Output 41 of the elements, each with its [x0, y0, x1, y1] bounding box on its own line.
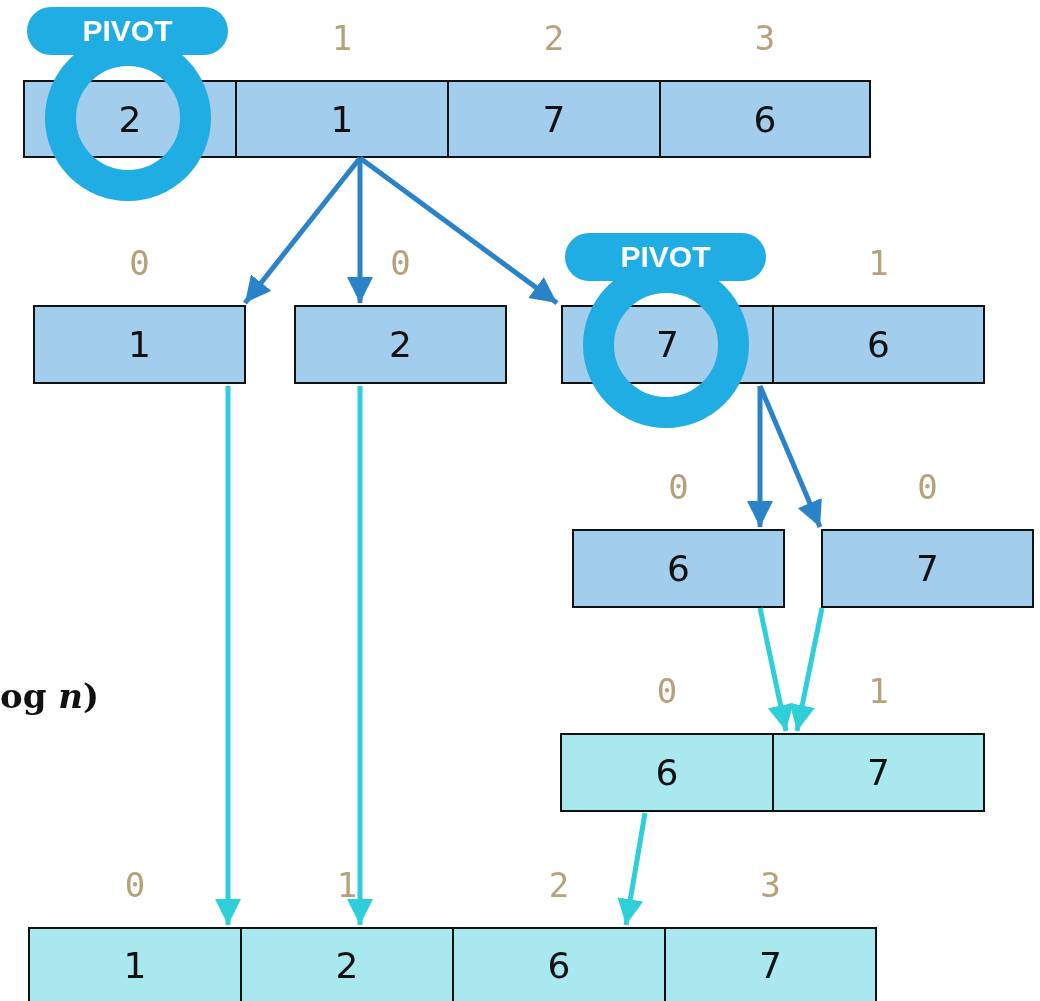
index-label: 0 — [389, 243, 412, 283]
index-label: 1 — [330, 18, 354, 58]
index-label: 0 — [128, 243, 151, 283]
array-cell: 6 — [659, 80, 871, 158]
array-cell: 6 — [560, 733, 774, 812]
array-cell: 7 — [821, 529, 1034, 608]
arrow — [757, 385, 823, 528]
arrow — [757, 607, 794, 732]
array-cell: 6 — [572, 529, 785, 608]
arrow — [747, 386, 773, 527]
index-label: 1 — [867, 243, 890, 283]
array-cell: 1 — [28, 927, 242, 1001]
pivot-badge: PIVOT — [27, 7, 228, 55]
array-cell: 6 — [452, 927, 666, 1001]
index-label: 1 — [335, 865, 359, 905]
index-label: 2 — [542, 18, 566, 58]
index-label: 0 — [667, 467, 690, 507]
complexity-note: og n) — [0, 676, 100, 716]
index-label: 0 — [916, 467, 939, 507]
index-label: 1 — [867, 671, 890, 711]
pivot-ring — [45, 55, 211, 201]
pivot-ring — [583, 281, 749, 428]
arrow — [789, 607, 825, 732]
index-label: 3 — [753, 18, 777, 58]
arrow — [347, 386, 373, 925]
array-cell: 6 — [772, 305, 985, 384]
array-cell: 2 — [240, 927, 454, 1001]
array-cell: 7 — [772, 733, 985, 812]
arrow — [347, 158, 373, 303]
index-label: 0 — [123, 865, 147, 905]
index-label: 0 — [655, 671, 679, 711]
index-label: 3 — [759, 865, 782, 905]
array-cell: 7 — [664, 927, 877, 1001]
arrow — [617, 812, 648, 926]
array-cell: 1 — [235, 80, 449, 158]
index-label: 2 — [547, 865, 571, 905]
array-cell: 2 — [294, 305, 507, 384]
arrow — [215, 386, 241, 925]
pivot-badge: PIVOT — [565, 233, 766, 281]
array-cell: 7 — [447, 80, 661, 158]
array-cell: 1 — [33, 305, 246, 384]
